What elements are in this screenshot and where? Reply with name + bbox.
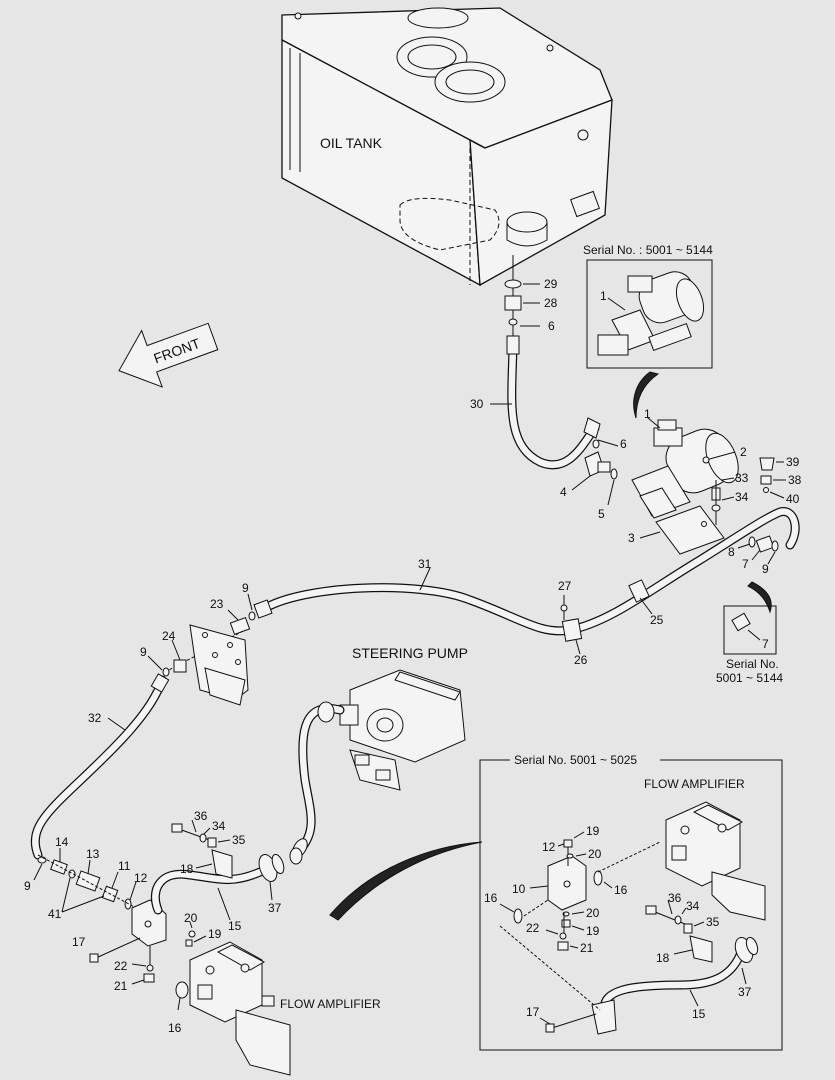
flow-amplifier-inset-label: FLOW AMPLIFIER: [644, 777, 745, 791]
part-16-inset-left: 16: [484, 891, 498, 905]
hose-31: 31: [253, 507, 800, 636]
part-20-inset-top: 20: [588, 847, 602, 861]
part-2: 2: [740, 445, 747, 459]
part-35: 35: [232, 833, 246, 847]
lower-fasteners: 17 20 19 22 21 16: [72, 911, 222, 1035]
part-15-inset: 15: [692, 1007, 706, 1021]
part-17: 17: [72, 935, 86, 949]
part-27: 27: [558, 579, 572, 593]
part-1-inset: 1: [600, 289, 607, 303]
part-41: 41: [48, 907, 62, 921]
part-14: 14: [55, 835, 69, 849]
part-34-top: 34: [735, 490, 749, 504]
front-arrow: FRONT: [118, 322, 219, 388]
steering-pump: STEERING PUMP: [289, 645, 468, 865]
part-25: 25: [650, 613, 664, 627]
mounting-bracket: [189, 624, 249, 706]
part-21: 21: [114, 979, 128, 993]
part-35-inset: 35: [706, 915, 720, 929]
serial-small-label-1: Serial No.: [726, 657, 779, 671]
part-22: 22: [114, 959, 128, 973]
part-9-mid: 9: [242, 581, 249, 595]
serial-box-top: Serial No. : 5001 ~ 5144 1: [583, 243, 713, 419]
oil-tank-label: OIL TANK: [320, 135, 383, 151]
part-40: 40: [786, 492, 800, 506]
part-23: 23: [210, 597, 224, 611]
part-31: 31: [418, 557, 432, 571]
motor-inset: [597, 271, 705, 356]
right-end-fittings: 8 7 9: [728, 535, 779, 576]
part-6-top: 6: [548, 319, 555, 333]
part-10: 10: [512, 882, 526, 896]
elbow-fittings: 6 4 5: [560, 417, 627, 521]
part-19: 19: [208, 927, 222, 941]
part-9-left: 9: [140, 645, 147, 659]
part-34-inset: 34: [686, 899, 700, 913]
inset-pointer: [329, 841, 483, 921]
part-3: 3: [628, 531, 635, 545]
part-16-inset-right: 16: [614, 883, 628, 897]
part-38: 38: [788, 473, 802, 487]
part-7-inset: 7: [762, 637, 769, 651]
part-39: 39: [786, 455, 800, 469]
part-21-inset: 21: [580, 941, 594, 955]
flow-amplifier-lower: FLOW AMPLIFIER: [189, 941, 381, 1076]
part-9-right: 9: [762, 562, 769, 576]
serial-small-label-2: 5001 ~ 5144: [716, 671, 783, 685]
pressure-switch: 39 38 40: [759, 455, 802, 506]
part-12-inset: 12: [542, 840, 556, 854]
part-1: 1: [644, 407, 651, 421]
part-26: 26: [574, 653, 588, 667]
part-28: 28: [544, 296, 558, 310]
part-36-inset: 36: [668, 891, 682, 905]
part-29: 29: [544, 277, 558, 291]
part-4: 4: [560, 485, 567, 499]
part-15: 15: [228, 919, 242, 933]
flow-amplifier-label: FLOW AMPLIFIER: [280, 997, 381, 1011]
part-7: 7: [742, 557, 749, 571]
tank-fittings: 29 28 6: [504, 255, 558, 340]
hose-32: 32: [30, 673, 170, 860]
part-19-inset-bottom: 19: [586, 924, 600, 938]
serial-inset-label: Serial No. 5001 ~ 5025: [514, 753, 637, 767]
oil-tank: OIL TANK: [281, 7, 613, 287]
part-24: 24: [162, 629, 176, 643]
part-13: 13: [86, 847, 100, 861]
steering-pump-label: STEERING PUMP: [352, 645, 468, 661]
part-18-inset: 18: [656, 951, 670, 965]
part-36: 36: [194, 809, 208, 823]
left-fittings: 9 14 13 11 12 41: [24, 835, 148, 921]
inset-box: Serial No. 5001 ~ 5025 FLOW AMPLIFIER 10…: [479, 752, 783, 1051]
part-16: 16: [168, 1021, 182, 1035]
part-34: 34: [212, 819, 226, 833]
part-33: 33: [735, 471, 749, 485]
part-9-bottom: 9: [24, 879, 31, 893]
clamp-18-group: 36 34 35 18: [171, 809, 246, 879]
part-6-mid: 6: [620, 437, 627, 451]
hose-clamps: 25 26 27: [558, 579, 664, 667]
part-19-inset-top: 19: [586, 824, 600, 838]
part-37: 37: [268, 901, 282, 915]
part-30: 30: [470, 397, 484, 411]
part-12: 12: [134, 871, 148, 885]
part-20: 20: [184, 911, 198, 925]
part-37-inset: 37: [738, 985, 752, 999]
part-22-inset: 22: [526, 921, 540, 935]
part-5: 5: [598, 507, 605, 521]
main-block-and-pipe: 15 37: [131, 853, 285, 947]
part-11: 11: [118, 859, 131, 873]
part-8: 8: [728, 545, 735, 559]
hose-30: 30: [470, 335, 600, 470]
part-18: 18: [180, 862, 194, 876]
part-17-inset: 17: [526, 1005, 540, 1019]
serial-box-small: 7 Serial No. 5001 ~ 5144: [716, 581, 783, 685]
motor-pump-assembly: 1 2 3 33 34: [628, 407, 749, 555]
part-20-inset-bottom: 20: [586, 906, 600, 920]
serial-top-label: Serial No. : 5001 ~ 5144: [583, 243, 713, 257]
part-32: 32: [88, 711, 102, 725]
